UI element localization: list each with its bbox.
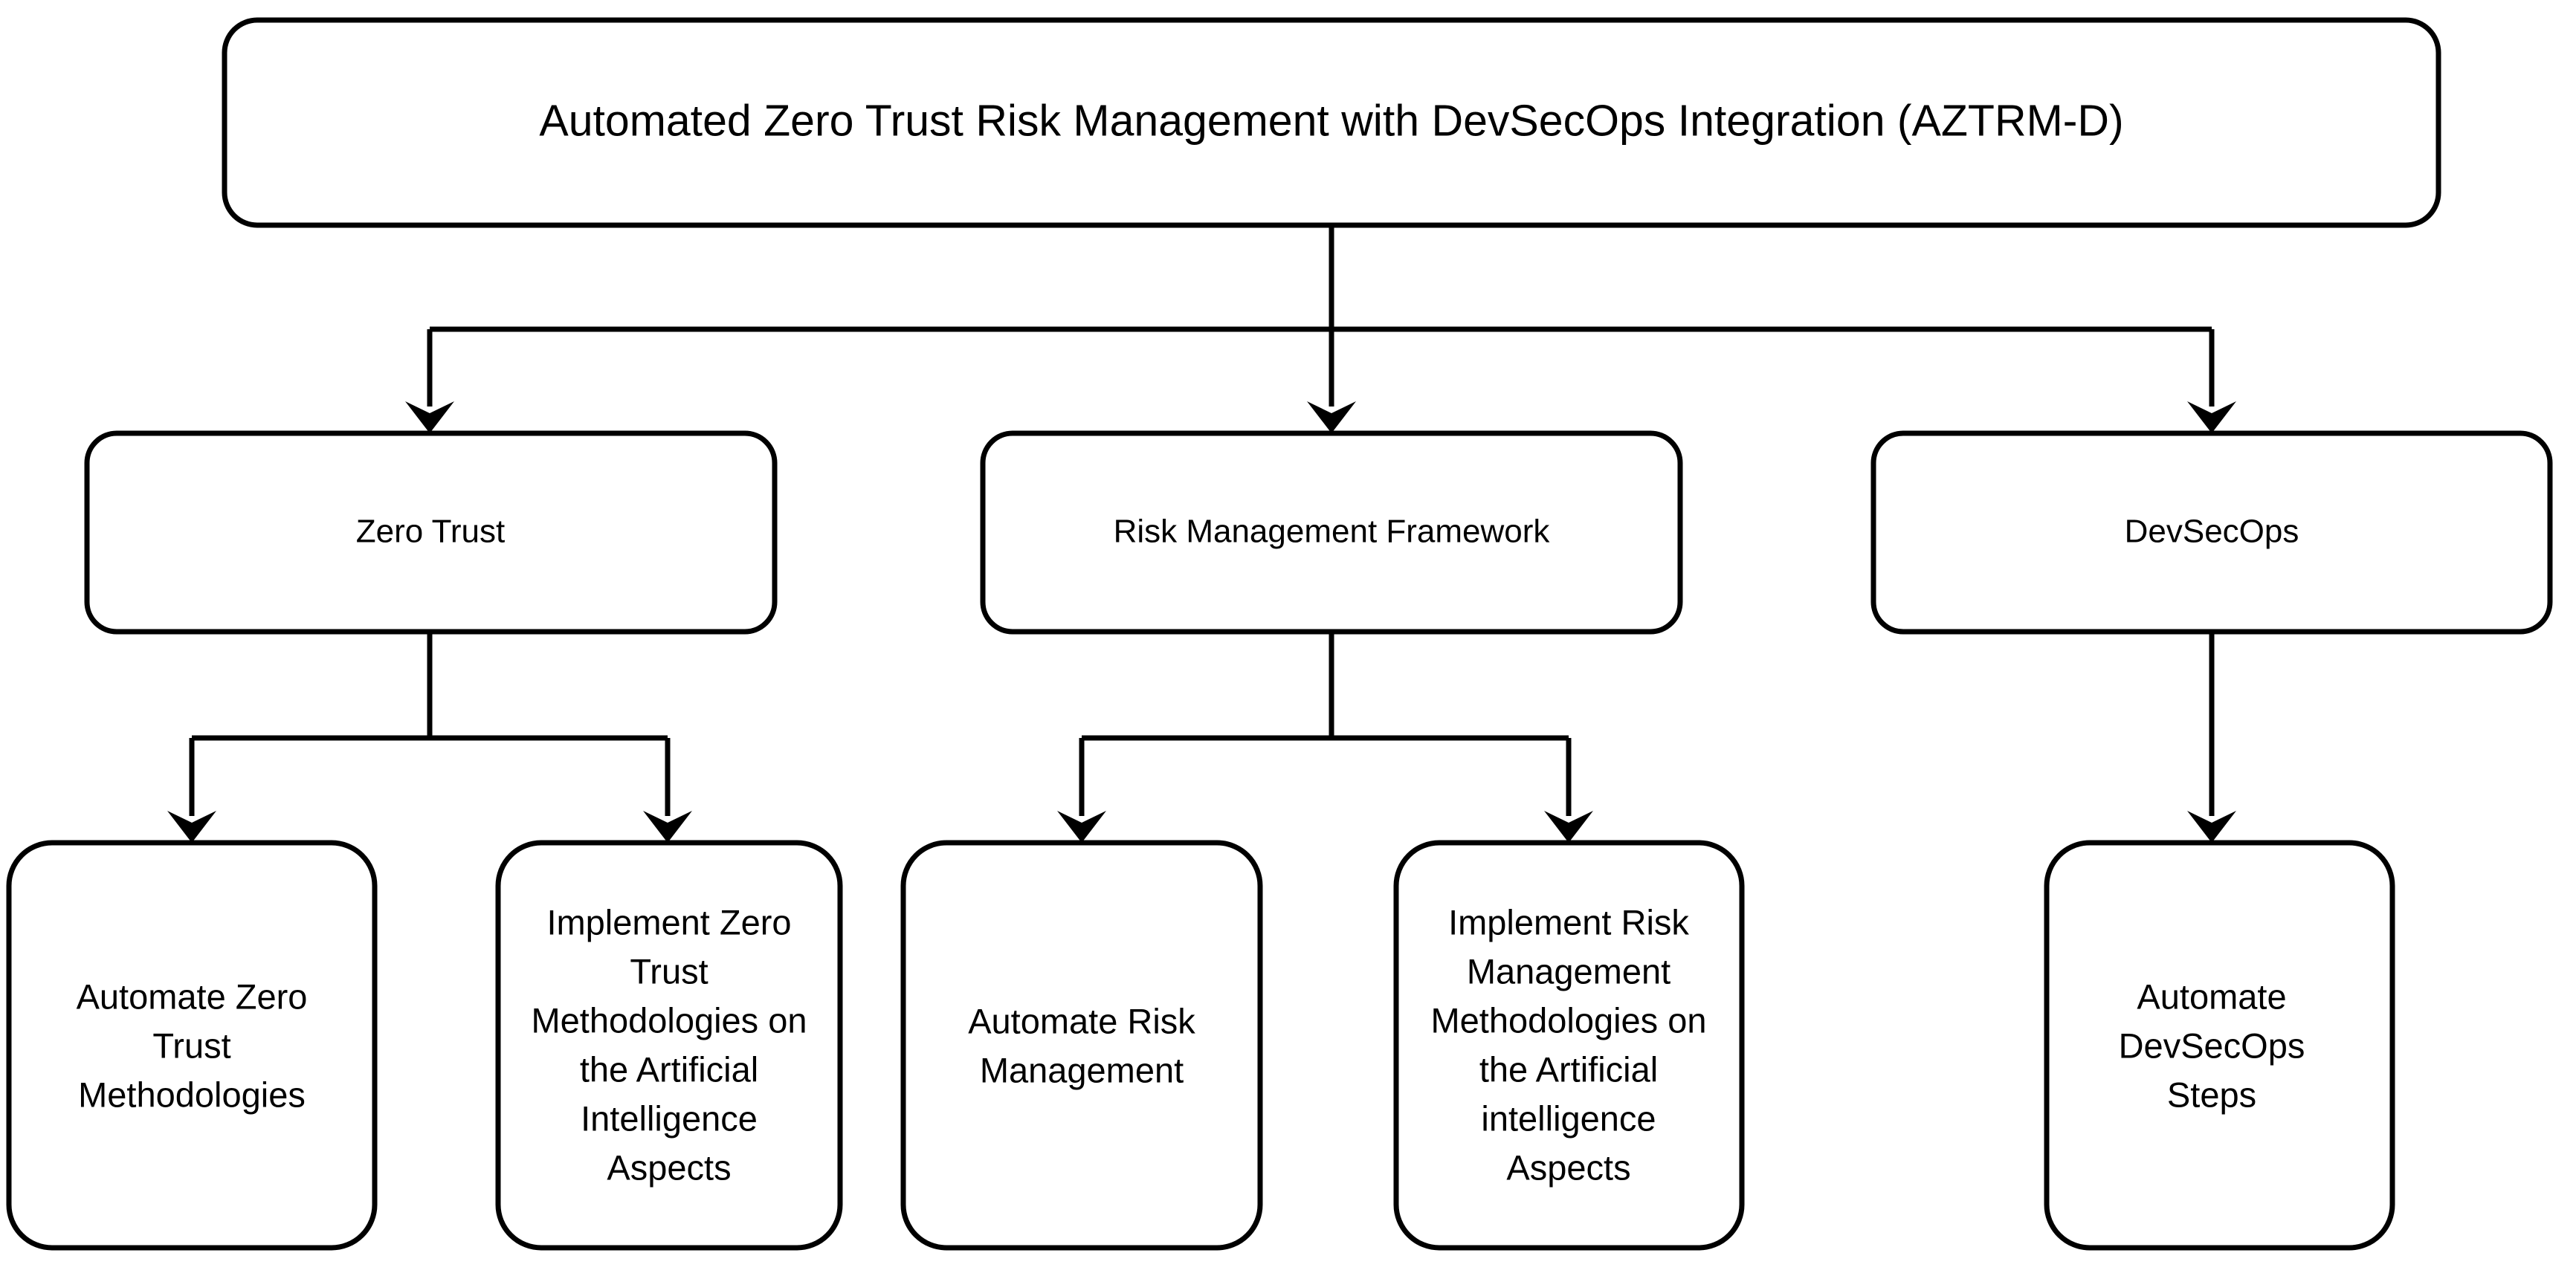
node-implement-rm-label-line2: Management — [1467, 951, 1670, 991]
node-implement-zt-label-line5: Intelligence — [581, 1098, 758, 1138]
node-automate-rm-box[interactable] — [900, 840, 1263, 1251]
arrowhead-automate-zero-trust — [167, 811, 216, 843]
node-implement-zt-label-line1: Implement Zero — [546, 902, 791, 942]
node-implement-risk-management-ai[interactable]: Implement Risk Management Methodologies … — [1393, 840, 1745, 1251]
node-automate-zt-label-line3: Methodologies — [78, 1075, 306, 1114]
node-root-aztrm-d[interactable]: Automated Zero Trust Risk Management wit… — [222, 17, 2441, 228]
node-implement-zt-label-line4: the Artificial — [580, 1049, 758, 1089]
arrowhead-devsecops — [2187, 401, 2236, 433]
node-automate-rm-label-line1: Automate Risk — [968, 1001, 1195, 1040]
arrowhead-zero-trust — [405, 401, 454, 433]
arrowhead-automate-devsecops-steps — [2187, 811, 2236, 843]
node-automate-devsecops-label-line3: Steps — [2167, 1075, 2256, 1114]
node-rmf-box[interactable] — [980, 430, 1683, 635]
connector-group-root-to-branches — [405, 225, 2236, 433]
node-devsecops-box[interactable] — [1870, 430, 2553, 635]
node-implement-zt-label-line3: Methodologies on — [531, 1000, 807, 1040]
node-risk-management-framework[interactable]: Risk Management Framework — [980, 430, 1683, 635]
node-automate-devsecops-box[interactable] — [2044, 840, 2395, 1251]
node-automate-zt-label-line1: Automate Zero — [77, 977, 308, 1016]
node-zero-trust-box[interactable] — [84, 430, 778, 635]
node-automate-zt-box[interactable] — [6, 840, 378, 1251]
node-implement-rm-label-line5: intelligence — [1481, 1098, 1656, 1138]
node-automate-zero-trust-methodologies[interactable]: Automate Zero Trust Methodologies — [6, 840, 378, 1251]
node-implement-zt-label-line6: Aspects — [607, 1147, 731, 1187]
node-automate-devsecops-label-line2: DevSecOps — [2119, 1026, 2305, 1065]
node-root-box[interactable] — [222, 17, 2441, 228]
node-automate-devsecops-steps[interactable]: Automate DevSecOps Steps — [2044, 840, 2395, 1251]
node-automate-rm-label-line2: Management — [980, 1050, 1184, 1089]
node-implement-rm-box[interactable] — [1393, 840, 1745, 1251]
node-implement-rm-label-line3: Methodologies on — [1430, 1000, 1706, 1040]
connector-group-rmf-children — [1057, 632, 1593, 843]
node-implement-rm-label-line1: Implement Risk — [1448, 902, 1689, 942]
arrowhead-implement-risk-management — [1544, 811, 1593, 843]
node-zero-trust-label: Zero Trust — [356, 514, 506, 550]
connector-group-zero-trust-children — [167, 632, 692, 843]
arrowhead-rmf — [1307, 401, 1356, 433]
arrowhead-implement-zero-trust — [643, 811, 692, 843]
node-automate-risk-management[interactable]: Automate Risk Management — [900, 840, 1263, 1251]
node-devsecops[interactable]: DevSecOps — [1870, 430, 2553, 635]
node-implement-rm-label-line4: the Artificial — [1479, 1049, 1658, 1089]
node-zero-trust[interactable]: Zero Trust — [84, 430, 778, 635]
node-implement-rm-label-line6: Aspects — [1506, 1147, 1630, 1187]
node-implement-zero-trust-ai[interactable]: Implement Zero Trust Methodologies on th… — [495, 840, 843, 1251]
node-implement-zt-label-line2: Trust — [630, 951, 708, 991]
node-implement-zt-box[interactable] — [495, 840, 843, 1251]
node-root-label: Automated Zero Trust Risk Management wit… — [539, 97, 2123, 146]
node-rmf-label: Risk Management Framework — [1114, 514, 1551, 550]
connector-group-devsecops-children — [2187, 632, 2236, 843]
node-automate-devsecops-label-line1: Automate — [2137, 977, 2286, 1016]
arrowhead-automate-risk-management — [1057, 811, 1106, 843]
node-devsecops-label: DevSecOps — [2125, 514, 2299, 550]
node-automate-zt-label-line2: Trust — [152, 1026, 230, 1065]
